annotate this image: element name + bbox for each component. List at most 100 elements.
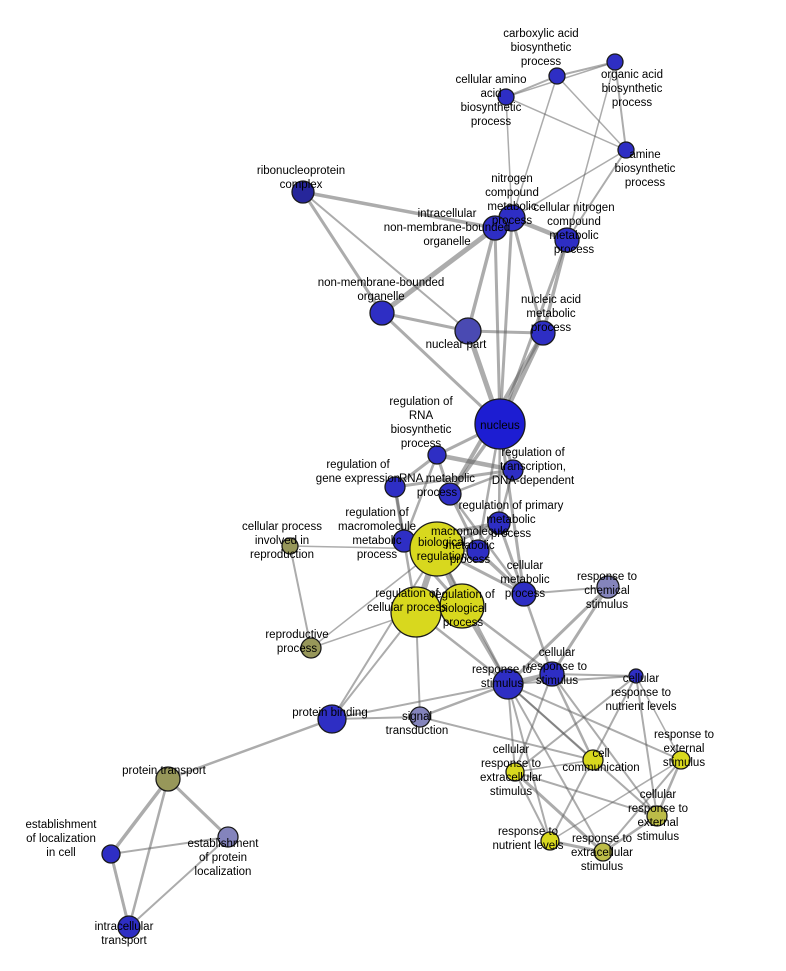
label-caa: process (471, 116, 512, 128)
node-rcp[interactable] (390, 586, 442, 638)
node-caa[interactable] (497, 88, 515, 106)
node-cnc[interactable] (554, 227, 580, 253)
edge-rs-rext (507, 683, 604, 853)
edge-cm-rcs (523, 586, 609, 595)
node-np[interactable] (454, 317, 482, 345)
label-rext: stimulus (581, 861, 623, 873)
edge-cc-cre (514, 759, 594, 773)
edge-caa-nc (505, 96, 513, 219)
edge-rs-crn (507, 675, 637, 685)
node-inmb[interactable] (482, 215, 508, 241)
edge-re-rext (602, 759, 682, 853)
node-rge[interactable] (384, 476, 406, 498)
edge-rs-rcs (506, 585, 610, 686)
node-rs[interactable] (492, 668, 524, 700)
node-elc[interactable] (101, 844, 121, 864)
edge-rs-cc (507, 683, 594, 761)
label-rmm: process (357, 549, 398, 561)
edge-cpr-rp (289, 545, 312, 649)
label-crext: stimulus (637, 831, 679, 843)
edge-rnp-nmb (301, 190, 384, 315)
edge-st-cc (419, 716, 594, 761)
edge-caa-am (505, 96, 627, 151)
node-cre[interactable] (505, 762, 525, 782)
edge-rs-rn (507, 683, 551, 842)
edge-rext-crext (601, 814, 659, 854)
node-rrb[interactable] (427, 445, 447, 465)
label-oa: process (612, 97, 653, 109)
node-pt[interactable] (155, 766, 181, 792)
label-rp: reproductive (265, 629, 328, 641)
node-rcs[interactable] (596, 575, 620, 599)
edge-nmb-nu (380, 311, 502, 426)
label-elc: of localization (26, 833, 96, 845)
node-crext[interactable] (646, 805, 668, 827)
edge-crn-re (635, 675, 682, 761)
node-epl[interactable] (217, 826, 239, 848)
node-st[interactable] (409, 706, 431, 728)
node-rm[interactable] (438, 482, 462, 506)
edge-am-cnc (566, 149, 627, 241)
edge-oa-am (614, 61, 627, 151)
node-cpr[interactable] (281, 537, 299, 555)
label-cnc: compound (547, 216, 601, 228)
node-br[interactable] (409, 521, 465, 577)
node-rt[interactable] (502, 459, 524, 481)
edge-rext-cre (513, 770, 605, 854)
label-nc: nitrogen (491, 173, 533, 185)
edge-elc-epl (110, 836, 229, 855)
node-rext[interactable] (593, 842, 613, 862)
label-elc: in cell (46, 847, 75, 859)
label-np: nuclear part (426, 339, 488, 351)
node-re[interactable] (671, 750, 691, 770)
node-nam[interactable] (530, 320, 556, 346)
node-cm[interactable] (511, 581, 537, 607)
label-rrb: biosynthetic (391, 424, 452, 436)
edge-pt-elc (109, 777, 170, 856)
labels-layer: carboxylic acidbiosyntheticprocessorgani… (26, 28, 715, 947)
label-rt: DNA-dependent (492, 475, 575, 487)
edge-nc-nam (510, 216, 545, 335)
node-nmb[interactable] (369, 300, 395, 326)
edge-inmb-np (466, 226, 497, 333)
edge-crs-cc (550, 672, 595, 762)
label-ca: biosynthetic (511, 42, 572, 54)
node-crn[interactable] (628, 668, 644, 684)
node-rbp[interactable] (439, 583, 485, 629)
label-ca: process (521, 56, 562, 68)
label-epl: localization (195, 866, 252, 878)
edge-pt-it (127, 777, 170, 929)
node-ca[interactable] (548, 67, 566, 85)
edge-crs-cre (514, 673, 553, 773)
label-am: biosynthetic (615, 163, 676, 175)
node-rn[interactable] (540, 831, 560, 851)
label-cpr: reproduction (250, 549, 314, 561)
label-inmb: organelle (423, 236, 470, 248)
edge-crs-crext (551, 673, 658, 817)
node-crs[interactable] (539, 661, 565, 687)
node-am[interactable] (617, 141, 635, 159)
edge-am-nc (511, 149, 627, 219)
edge-rn-cre (514, 771, 551, 842)
edge-pb-rs (331, 683, 509, 720)
edge-rnp-np (302, 191, 469, 332)
node-pb[interactable] (317, 704, 347, 734)
edge-rrb-rt (434, 452, 516, 473)
node-rp[interactable] (300, 637, 322, 659)
node-rnp[interactable] (291, 180, 315, 204)
label-nam: metabolic (526, 308, 575, 320)
node-oa[interactable] (606, 53, 624, 71)
edge-st-rs (418, 682, 510, 719)
edge-br-pb (331, 548, 438, 720)
node-nu[interactable] (474, 398, 526, 450)
node-it[interactable] (117, 915, 141, 939)
label-rrb: regulation of (389, 396, 453, 408)
label-rge: regulation of (326, 459, 390, 471)
edge-nu-cm (498, 422, 526, 596)
label-elc: establishment (26, 819, 98, 831)
node-rpm[interactable] (487, 511, 511, 535)
edge-re-rn (549, 759, 682, 842)
node-cc[interactable] (582, 749, 604, 771)
edge-rrb-rmm (402, 453, 439, 543)
node-mm[interactable] (466, 539, 490, 563)
